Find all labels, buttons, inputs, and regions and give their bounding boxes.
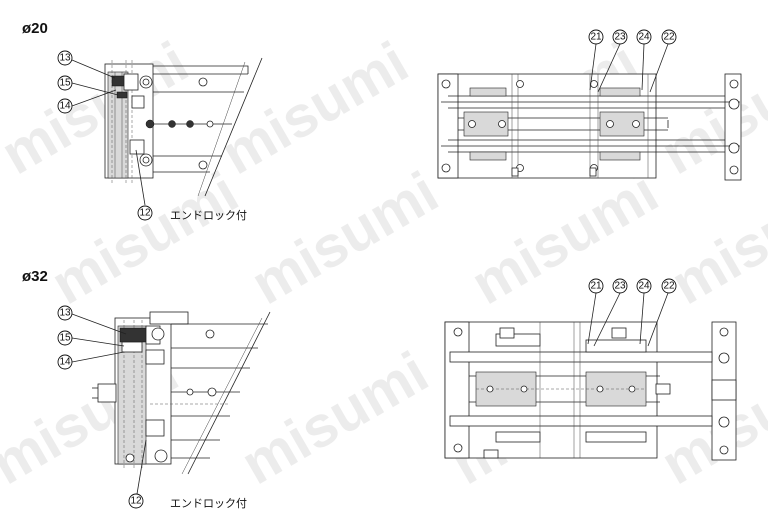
callout-24: 24 (638, 281, 650, 292)
callout-23: 23 (614, 281, 626, 292)
lock-lower-20 (129, 139, 145, 155)
end-lock-note-20: エンドロック付 (170, 209, 247, 222)
callout-23: 23 (614, 32, 626, 43)
callout-12: 12 (139, 208, 151, 219)
lock-spring-20 (116, 91, 128, 99)
top-cap-32 (149, 311, 189, 325)
lock-piston-32 (119, 327, 147, 343)
callouts-left-20: 13 15 14 12 (57, 50, 153, 221)
right-plate-20 (724, 73, 742, 181)
left-plate-20 (437, 73, 459, 179)
callout-21: 21 (590, 281, 602, 292)
callouts-left-32: 13 15 14 12 (57, 305, 144, 509)
callouts-right-20: 21 23 24 22 (588, 29, 677, 45)
lock-cap-20 (123, 73, 139, 91)
section-view-20 (71, 57, 263, 206)
callout-14: 14 (59, 101, 71, 112)
top-view-32 (444, 292, 737, 461)
callout-13: 13 (59, 53, 71, 64)
callout-12: 12 (130, 496, 142, 507)
callout-14: 14 (59, 357, 71, 368)
lock-pin-20 (131, 95, 145, 109)
size-label-20: ø20 (22, 20, 48, 37)
callout-13: 13 (59, 308, 71, 319)
callout-21: 21 (590, 32, 602, 43)
callout-15: 15 (59, 78, 71, 89)
section-view-32 (71, 311, 271, 495)
top-view-20 (437, 43, 742, 181)
end-lock-note-32: エンドロック付 (170, 497, 247, 510)
left-plate-32 (444, 321, 470, 459)
side-fitting-32 (97, 383, 117, 403)
callout-24: 24 (638, 32, 650, 43)
callout-22: 22 (663, 32, 675, 43)
size-label-32: ø32 (22, 268, 48, 285)
callout-22: 22 (663, 281, 675, 292)
callouts-right-32: 21 23 24 22 (588, 278, 677, 294)
callout-15: 15 (59, 333, 71, 344)
housing-20 (107, 71, 129, 179)
